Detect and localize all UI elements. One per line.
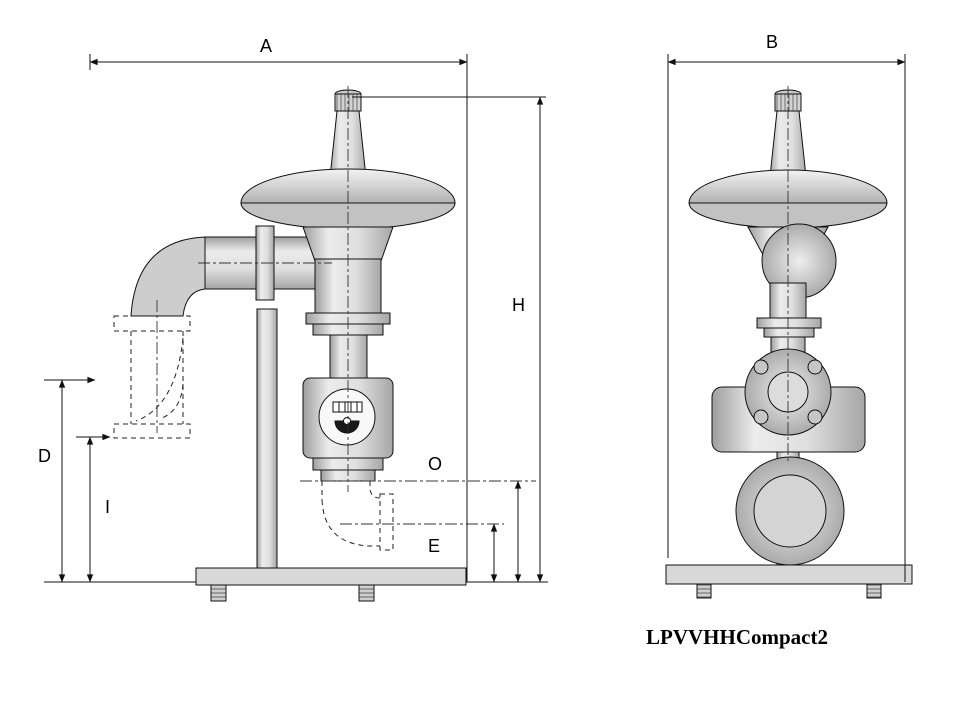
dim-label-I: I: [105, 497, 110, 517]
stand-post: [256, 308, 278, 570]
flange-bolt: [807, 409, 823, 425]
inlet-extension-dashed: [113, 315, 191, 439]
elbow-curve-dashed: [135, 337, 184, 422]
stand-base-front: [665, 564, 913, 585]
centerlines: [156, 86, 789, 525]
outlet-elbow-dashed: [321, 481, 394, 551]
dimension-labels: A B H D I O E: [38, 32, 778, 556]
drawing-title: LPVVHHCompact2: [646, 625, 828, 649]
inlet-elbow: [130, 225, 317, 317]
stand-base: [195, 567, 467, 586]
dim-label-B: B: [766, 32, 778, 52]
elbow-bend: [130, 236, 206, 317]
meter-odometer: [332, 401, 363, 413]
dim-label-E: E: [428, 536, 440, 556]
inlet-flange-dashed-lower: [113, 423, 191, 439]
connector-pipe: [329, 334, 368, 379]
flange-lower: [763, 327, 815, 338]
outlet-flange-dashed: [379, 493, 394, 551]
dimension-lines: [44, 54, 906, 583]
flange-bolt: [753, 409, 769, 425]
flange-bolt: [753, 359, 769, 375]
outlet-elbow-front-inner: [753, 474, 827, 548]
flange-bolt: [807, 359, 823, 375]
dim-label-A: A: [260, 36, 272, 56]
dim-label-H: H: [512, 295, 525, 315]
side-view: [113, 89, 467, 602]
stand-foot: [210, 584, 227, 602]
dim-label-D: D: [38, 446, 51, 466]
stand-foot: [696, 583, 712, 599]
stand-foot: [866, 583, 882, 599]
front-view: [665, 89, 913, 599]
flange-upper: [756, 317, 822, 329]
dim-label-O: O: [428, 454, 442, 474]
inlet-flange-dashed: [113, 315, 191, 332]
stand-foot: [358, 584, 375, 602]
